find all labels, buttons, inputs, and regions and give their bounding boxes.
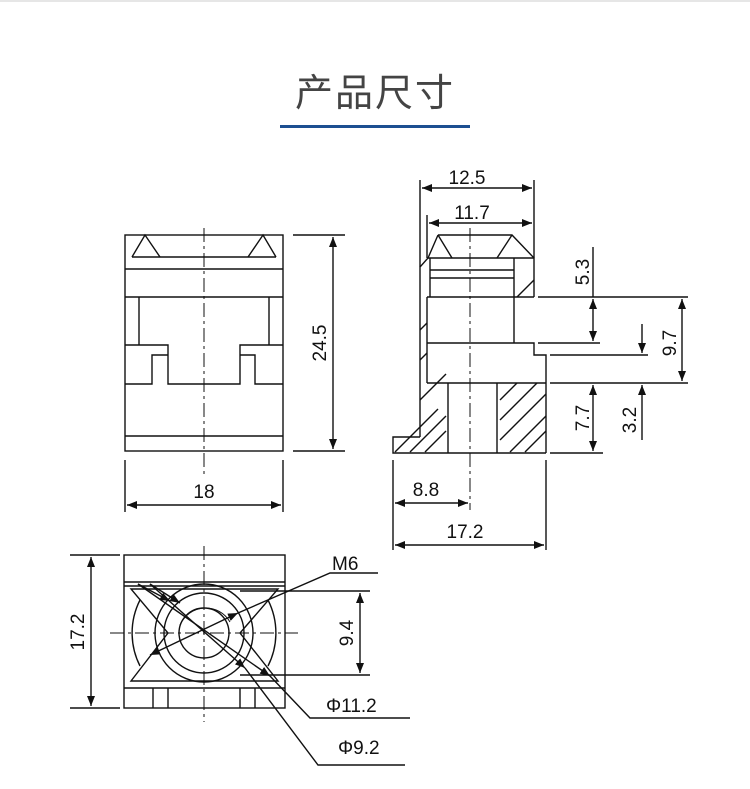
side-top-width-label: 12.5 bbox=[449, 168, 486, 189]
front-width-label: 18 bbox=[193, 482, 214, 503]
bottom-height-label: 17.2 bbox=[68, 614, 89, 651]
front-view: 18 24.5 bbox=[124, 228, 345, 512]
title-underline bbox=[280, 125, 470, 128]
dim-8-8-label: 8.8 bbox=[413, 480, 439, 501]
dim-9-4-label: 9.4 bbox=[337, 619, 358, 646]
thread-label: M6 bbox=[332, 554, 358, 575]
front-height-label: 24.5 bbox=[310, 325, 331, 362]
dim-9-7-label: 9.7 bbox=[660, 330, 681, 356]
dim-5-3-label: 5.3 bbox=[573, 259, 594, 285]
dia-inner-label: Φ9.2 bbox=[338, 738, 380, 759]
side-view: 12.5 11.7 5.3 9.7 7.7 3.2 8.8 17.2 bbox=[392, 168, 688, 550]
page-title: 产品尺寸 bbox=[294, 71, 455, 115]
dim-17-2-label: 17.2 bbox=[447, 522, 484, 543]
dim-3-2-label: 3.2 bbox=[620, 407, 641, 433]
side-inner-width-label: 11.7 bbox=[454, 203, 490, 224]
dim-7-7-label: 7.7 bbox=[573, 405, 594, 431]
bottom-view: 17.2 9.4 M6 Φ11.2 Φ9.2 bbox=[68, 546, 410, 766]
top-divider bbox=[0, 0, 750, 2]
dia-outer-label: Φ11.2 bbox=[326, 696, 377, 717]
